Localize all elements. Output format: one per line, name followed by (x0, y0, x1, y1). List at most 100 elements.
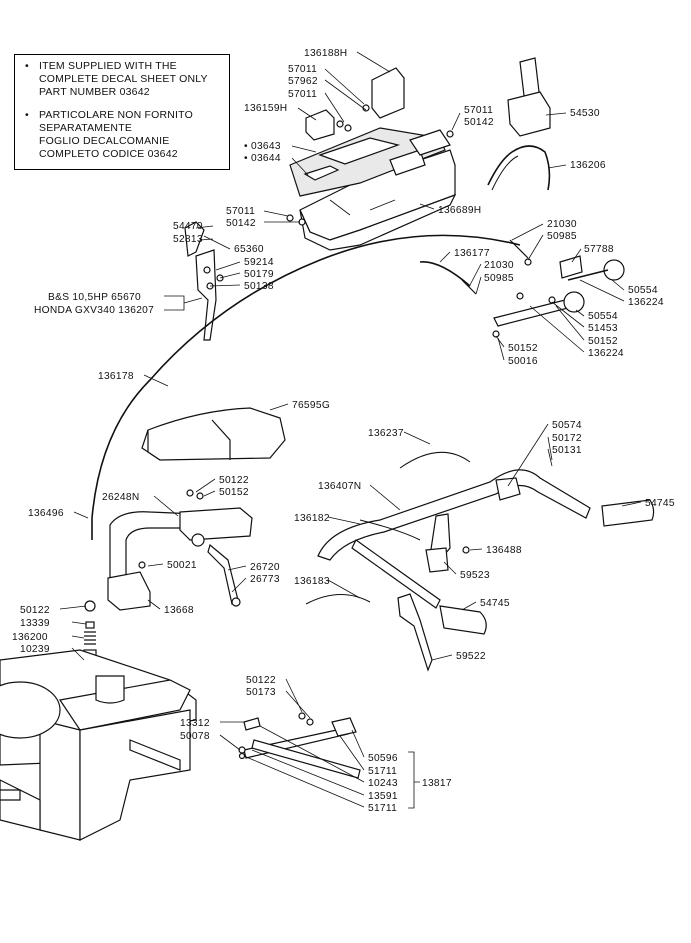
label-136224-b: 136224 (588, 348, 624, 359)
cable-136206 (487, 145, 551, 191)
hardware-screws-top (286, 104, 454, 226)
label-54745-b: 54745 (480, 598, 510, 609)
label-136224-a: 136224 (628, 297, 664, 308)
label-136182: 136182 (294, 513, 330, 524)
label-51711-b: 51711 (368, 803, 397, 814)
label-136407n: 136407N (318, 481, 361, 492)
label-136200: 136200 (12, 632, 48, 643)
label-03643: • 03643 (244, 141, 281, 152)
note-bullet-it: • (25, 109, 29, 121)
label-57788: 57788 (584, 244, 614, 255)
cable-136177 (419, 261, 471, 287)
label-50142-b: 50142 (226, 218, 256, 229)
label-21030-a: 21030 (547, 219, 577, 230)
note-en-line-3: PART NUMBER 03642 (39, 86, 150, 98)
bracket-13668 (107, 571, 151, 611)
label-50021: 50021 (167, 560, 197, 571)
column-26248n (109, 489, 253, 607)
note-bullet-en: • (25, 60, 29, 72)
decal-bracket-136188h (371, 67, 405, 119)
cable-136183 (305, 593, 371, 605)
note-en-line-2: COMPLETE DECAL SHEET ONLY (39, 73, 208, 85)
cable-136182 (359, 519, 421, 541)
label-57011-a: 57011 (288, 64, 317, 75)
label-engine-honda: HONDA GXV340 136207 (34, 305, 154, 316)
label-10243: 10243 (368, 778, 398, 789)
label-50152-c: 50152 (219, 487, 249, 498)
label-136237: 136237 (368, 428, 404, 439)
label-13817: 13817 (422, 778, 452, 789)
label-50122-b: 50122 (20, 605, 50, 616)
label-136183: 136183 (294, 576, 330, 587)
note-it-line-4: COMPLETO CODICE 03642 (39, 148, 178, 160)
label-52813: 52813 (173, 234, 203, 245)
label-26248n: 26248N (102, 492, 140, 503)
label-50142-a: 50142 (464, 117, 494, 128)
label-51711-a: 51711 (368, 766, 397, 777)
label-50016: 50016 (508, 356, 538, 367)
label-57962: 57962 (288, 76, 318, 87)
label-engine-bs: B&S 10,5HP 65670 (48, 292, 141, 303)
label-13312: 13312 (180, 718, 210, 729)
main-frame (0, 649, 197, 841)
label-57011-b: 57011 (288, 89, 317, 100)
note-en-line-1: ITEM SUPPLIED WITH THE (39, 60, 177, 72)
label-76595g: 76595G (292, 400, 330, 411)
label-136178: 136178 (98, 371, 134, 382)
label-54530: 54530 (570, 108, 600, 119)
label-136496: 136496 (28, 508, 64, 519)
linkage-assembly-right (461, 239, 625, 338)
label-51453: 51453 (588, 323, 618, 334)
cable-136178 (91, 234, 521, 519)
lever-59523 (425, 513, 470, 573)
label-50172: 50172 (552, 433, 582, 444)
label-136177: 136177 (454, 248, 490, 259)
label-50078: 50078 (180, 731, 210, 742)
label-136488: 136488 (486, 545, 522, 556)
label-13339: 13339 (20, 618, 50, 629)
label-50122-c: 50122 (246, 675, 276, 686)
note-it-line-3: FOGLIO DECALCOMANIE (39, 135, 170, 147)
label-59523: 59523 (460, 570, 490, 581)
label-50554-b: 50554 (588, 311, 618, 322)
lever-59522 (397, 593, 433, 672)
handlebar-136407n (317, 469, 655, 635)
cover-76595g (141, 407, 286, 461)
label-03644: • 03644 (244, 153, 281, 164)
label-13668: 13668 (164, 605, 194, 616)
throttle-lever-54530 (507, 57, 551, 137)
label-21030-b: 21030 (484, 260, 514, 271)
label-59214: 59214 (244, 257, 274, 268)
label-65360: 65360 (234, 244, 264, 255)
decal-note-box: • ITEM SUPPLIED WITH THE COMPLETE DECAL … (14, 54, 230, 170)
label-50152-b: 50152 (508, 343, 538, 354)
label-136159h: 136159H (244, 103, 287, 114)
label-50179: 50179 (244, 269, 274, 280)
label-59522: 59522 (456, 651, 486, 662)
leader-lines (59, 51, 642, 809)
cable-136237 (399, 451, 471, 469)
label-50152-a: 50152 (588, 336, 618, 347)
linkage-assembly-13817 (238, 712, 361, 779)
decal-bracket-136159h (305, 109, 335, 141)
label-50554-a: 50554 (628, 285, 658, 296)
label-50985-a: 50985 (547, 231, 577, 242)
label-50138: 50138 (244, 281, 274, 292)
label-136689h: 136689H (438, 205, 481, 216)
label-50985-b: 50985 (484, 273, 514, 284)
label-57011-d: 57011 (226, 206, 255, 217)
engine-control-bracket (184, 221, 224, 341)
label-50131: 50131 (552, 445, 582, 456)
label-136188h: 136188H (304, 48, 347, 59)
label-13591: 13591 (368, 791, 398, 802)
label-50596: 50596 (368, 753, 398, 764)
label-50574: 50574 (552, 420, 582, 431)
label-54745-a: 54745 (645, 498, 675, 509)
label-26720: 26720 (250, 562, 280, 573)
label-136206: 136206 (570, 160, 606, 171)
label-10239: 10239 (20, 644, 50, 655)
label-26773: 26773 (250, 574, 280, 585)
control-panel-housing (289, 127, 457, 251)
label-50122-a: 50122 (219, 475, 249, 486)
